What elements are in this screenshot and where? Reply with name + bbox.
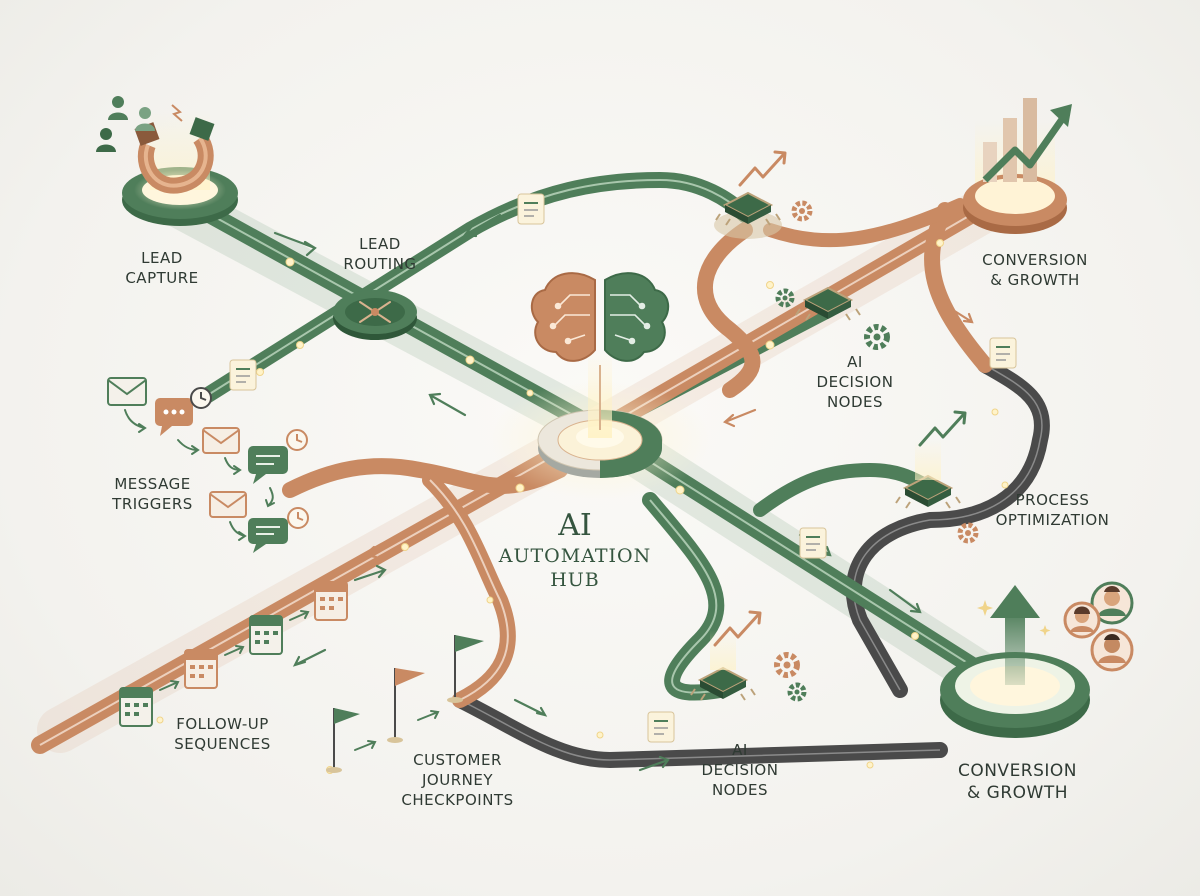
central-hub — [490, 350, 710, 500]
clock-icon — [190, 387, 212, 409]
arrow-icon — [462, 213, 502, 238]
direction-arrows — [273, 213, 974, 772]
conversion-bottom-node — [940, 585, 1090, 738]
document-icon — [647, 711, 675, 743]
growth-arrow-icon — [713, 613, 760, 647]
flag-icon — [447, 635, 484, 703]
hub-title: AI AUTOMATION HUB — [490, 508, 660, 592]
label-conversion-top: CONVERSION & GROWTH — [982, 251, 1088, 289]
gear-icon — [791, 200, 813, 222]
label-lead-routing: LEAD ROUTING — [343, 235, 417, 273]
label-ai-decision-nodes-bottom: AI DECISION NODES — [701, 741, 779, 799]
clock-icon — [287, 507, 309, 529]
gear-icon — [864, 324, 890, 350]
growth-arrow-icon — [918, 413, 965, 447]
charcoal-tracks — [452, 357, 1050, 769]
calendar-icon — [249, 615, 283, 655]
envelope-icon — [209, 491, 247, 518]
envelope-icon — [107, 377, 147, 406]
person-icon — [96, 96, 155, 152]
gear-icon — [787, 682, 807, 702]
chip-icon — [714, 191, 782, 239]
conversion-top-node — [963, 98, 1072, 234]
label-lead-capture: LEAD CAPTURE — [125, 249, 199, 287]
document-icon — [517, 193, 545, 225]
calendar-icon — [184, 649, 218, 689]
growth-arrow-icon — [738, 153, 785, 187]
avatar — [1090, 628, 1134, 672]
gear-icon — [775, 288, 795, 308]
chip-icon — [690, 630, 756, 701]
arrow-icon — [428, 392, 467, 417]
chip-icon — [795, 286, 861, 321]
brain-icon — [530, 272, 670, 362]
clock-icon — [286, 429, 308, 451]
chip-icon — [895, 440, 961, 509]
arrow-icon — [273, 231, 317, 257]
hub-title-line-2: AUTOMATION — [498, 545, 652, 567]
hub-title-line-3: HUB — [550, 569, 600, 591]
label-customer-journey-checkpoints: CUSTOMER JOURNEY CHECKPOINTS — [401, 751, 514, 809]
flag-icon — [326, 708, 360, 773]
document-icon — [989, 337, 1017, 369]
gear-icon — [957, 522, 979, 544]
message-flow-arrows — [124, 409, 275, 541]
label-follow-up-sequences: FOLLOW-UP SEQUENCES — [174, 715, 271, 753]
calendar-icon — [119, 687, 153, 727]
checkpoint-arrows — [354, 710, 440, 751]
envelope-icon — [202, 427, 240, 454]
document-icon — [799, 527, 827, 559]
label-conversion-bottom: CONVERSION & GROWTH — [957, 761, 1078, 803]
label-ai-decision-nodes-top: AI DECISION NODES — [816, 353, 894, 411]
lead-routing-node — [333, 290, 417, 340]
chat-bubble-icon — [248, 518, 288, 553]
label-message-triggers: MESSAGE TRIGGERS — [112, 475, 193, 513]
chat-bubble-icon — [248, 446, 288, 484]
sparkle-icon — [977, 600, 1051, 636]
flag-icon — [387, 668, 425, 743]
avatar — [1090, 581, 1134, 625]
track-glow-dots — [156, 239, 1009, 774]
chat-bubble-icon — [155, 398, 193, 436]
label-process-optimization: PROCESS OPTIMIZATION — [995, 491, 1110, 529]
gear-icon — [774, 652, 800, 678]
avatar — [1063, 601, 1101, 639]
follow-up-arrows — [159, 610, 310, 691]
growth-arrow-icon — [982, 112, 1068, 183]
calendar-icon — [314, 581, 348, 621]
document-icon — [229, 359, 257, 391]
hub-title-line-1: AI — [558, 508, 592, 543]
